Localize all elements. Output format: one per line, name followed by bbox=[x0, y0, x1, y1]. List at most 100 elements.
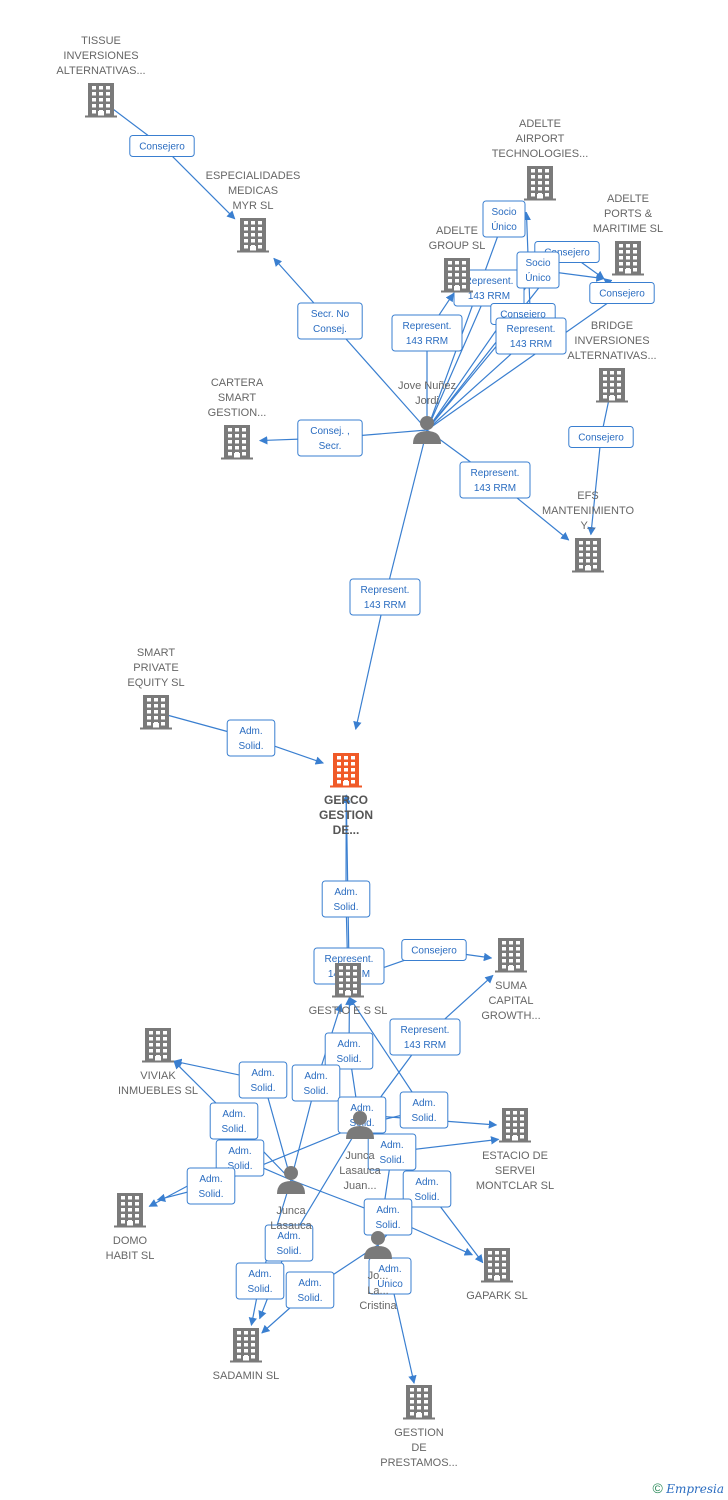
edge-label-text: Adm. bbox=[412, 1098, 435, 1109]
edge-label-text: Adm. bbox=[350, 1103, 373, 1114]
edge-label[interactable]: Adm.Solid. bbox=[321, 880, 371, 918]
building-icon bbox=[572, 538, 604, 573]
edge-label[interactable]: Adm.Solid. bbox=[291, 1064, 341, 1102]
node-label: INVERSIONES bbox=[574, 335, 649, 347]
node-gestio_es[interactable]: GESTIO E S SL bbox=[309, 963, 388, 1017]
edge-label[interactable]: Represent.143 RRM bbox=[391, 314, 463, 352]
edge-label-text: Adm. bbox=[277, 1231, 300, 1242]
edge-label[interactable]: Consej. ,Secr. bbox=[297, 419, 363, 457]
node-label: GESTIO E S SL bbox=[309, 1005, 388, 1017]
edge-label[interactable]: Adm.Solid. bbox=[399, 1091, 449, 1129]
node-label: SERVEI bbox=[495, 1165, 535, 1177]
brand-logo: Empresia bbox=[666, 1482, 724, 1496]
node-label: SUMA bbox=[495, 980, 527, 992]
edge-label-text: Adm. bbox=[298, 1278, 321, 1289]
node-label: PRIVATE bbox=[133, 662, 178, 674]
edge-label-text: Consej. , bbox=[310, 426, 349, 437]
node-label: GROUP SL bbox=[429, 240, 486, 252]
person-icon bbox=[277, 1166, 305, 1194]
edge-label[interactable]: Adm.Solid. bbox=[186, 1167, 236, 1205]
node-label: SMART bbox=[218, 392, 257, 404]
edge-label[interactable]: Adm.Unico bbox=[368, 1257, 412, 1295]
footer-brand: © Empresia bbox=[653, 1480, 724, 1496]
node-label: PORTS & bbox=[604, 208, 653, 220]
person-icon bbox=[413, 416, 441, 444]
node-label: Jove Nuñez bbox=[398, 380, 456, 392]
edge-label[interactable]: Consejero bbox=[129, 135, 195, 157]
edge-label-text: Secr. No bbox=[311, 309, 350, 320]
edge-label[interactable]: Adm.Solid. bbox=[235, 1262, 285, 1300]
node-tissue[interactable]: TISSUEINVERSIONESALTERNATIVAS... bbox=[56, 35, 146, 118]
edge-label[interactable]: Adm.Solid. bbox=[209, 1102, 259, 1140]
node-bridge[interactable]: BRIDGEINVERSIONESALTERNATIVAS... bbox=[567, 320, 657, 403]
edge-label[interactable]: Adm.Solid. bbox=[215, 1139, 265, 1177]
edge-label-text: Adm. bbox=[415, 1177, 438, 1188]
edge-label-text: Solid. bbox=[238, 741, 263, 752]
edge-label[interactable]: Adm.Solid. bbox=[238, 1061, 288, 1099]
edge-label[interactable]: Adm.Solid. bbox=[367, 1133, 417, 1171]
building-icon bbox=[403, 1385, 435, 1420]
building-icon bbox=[114, 1193, 146, 1228]
node-label: Junca bbox=[276, 1205, 306, 1217]
node-suma[interactable]: SUMACAPITALGROWTH... bbox=[481, 938, 541, 1022]
node-label: EQUITY SL bbox=[127, 677, 184, 689]
node-cartera[interactable]: CARTERASMARTGESTION... bbox=[208, 377, 267, 460]
node-label: Lasauca bbox=[339, 1165, 381, 1177]
edge-label[interactable]: Represent.143 RRM bbox=[495, 317, 567, 355]
edge-label[interactable]: Consejero bbox=[568, 426, 634, 448]
edge-label[interactable]: Adm. Solid. bbox=[285, 1271, 335, 1309]
node-label: GERCO bbox=[324, 793, 368, 807]
edge-label-text: Solid. bbox=[250, 1083, 275, 1094]
edge-label-text: Solid. bbox=[297, 1293, 322, 1304]
building-icon bbox=[524, 166, 556, 201]
building-icon bbox=[332, 963, 364, 998]
building-icon bbox=[221, 425, 253, 460]
edge-label[interactable]: Secr. No Consej. bbox=[297, 302, 363, 340]
edge-label[interactable]: Represent.143 RRM bbox=[349, 578, 421, 616]
node-label: GROWTH... bbox=[481, 1010, 540, 1022]
edge-label-text: Adm. bbox=[376, 1205, 399, 1216]
edge-label-text: Solid. bbox=[336, 1054, 361, 1065]
edge-label-text: Represent. bbox=[403, 321, 452, 332]
node-gapark[interactable]: GAPARK SL bbox=[466, 1248, 528, 1302]
edge-label[interactable]: Represent.143 RRM bbox=[459, 461, 531, 499]
node-label: GESTION bbox=[394, 1427, 444, 1439]
edge-label[interactable]: Adm.Solid. bbox=[324, 1032, 374, 1070]
node-cristina[interactable]: Jo...La...Cristina bbox=[359, 1231, 398, 1312]
node-sadamin[interactable]: SADAMIN SL bbox=[213, 1328, 280, 1382]
edge-label-text: Solid. bbox=[333, 902, 358, 913]
edge-label-text: Represent. bbox=[361, 585, 410, 596]
node-label: Junca bbox=[345, 1150, 375, 1162]
node-adelte_airport[interactable]: ADELTEAIRPORTTECHNOLOGIES... bbox=[492, 118, 589, 201]
node-label: MONTCLAR SL bbox=[476, 1180, 554, 1192]
node-efs[interactable]: EFSMANTENIMIENTOY... bbox=[542, 490, 635, 573]
building-icon bbox=[237, 218, 269, 253]
node-gestion_prestamos[interactable]: GESTIONDEPRESTAMOS... bbox=[380, 1385, 458, 1469]
edge-label-text: Socio bbox=[525, 258, 550, 269]
edge-label[interactable]: Adm.Solid. bbox=[402, 1170, 452, 1208]
node-label: TECHNOLOGIES... bbox=[492, 148, 589, 160]
node-junca_juan[interactable]: JuncaLasaucaJuan... bbox=[339, 1111, 382, 1192]
edge-label[interactable]: Adm.Solid. bbox=[264, 1224, 314, 1262]
edge-label[interactable]: Represent.143 RRM bbox=[389, 1018, 461, 1056]
edge-label[interactable]: Consejero bbox=[589, 282, 655, 304]
edge-label[interactable]: Adm.Solid. bbox=[363, 1198, 413, 1236]
node-label: Y... bbox=[580, 520, 595, 532]
edge-label[interactable]: Consejero bbox=[401, 939, 467, 961]
edge-label-text: Solid. bbox=[379, 1155, 404, 1166]
edge-label[interactable]: Adm.Solid. bbox=[226, 719, 276, 757]
node-gerco[interactable]: GERCOGESTIONDE... bbox=[319, 753, 373, 837]
edge-label-text: Consej. bbox=[313, 324, 347, 335]
